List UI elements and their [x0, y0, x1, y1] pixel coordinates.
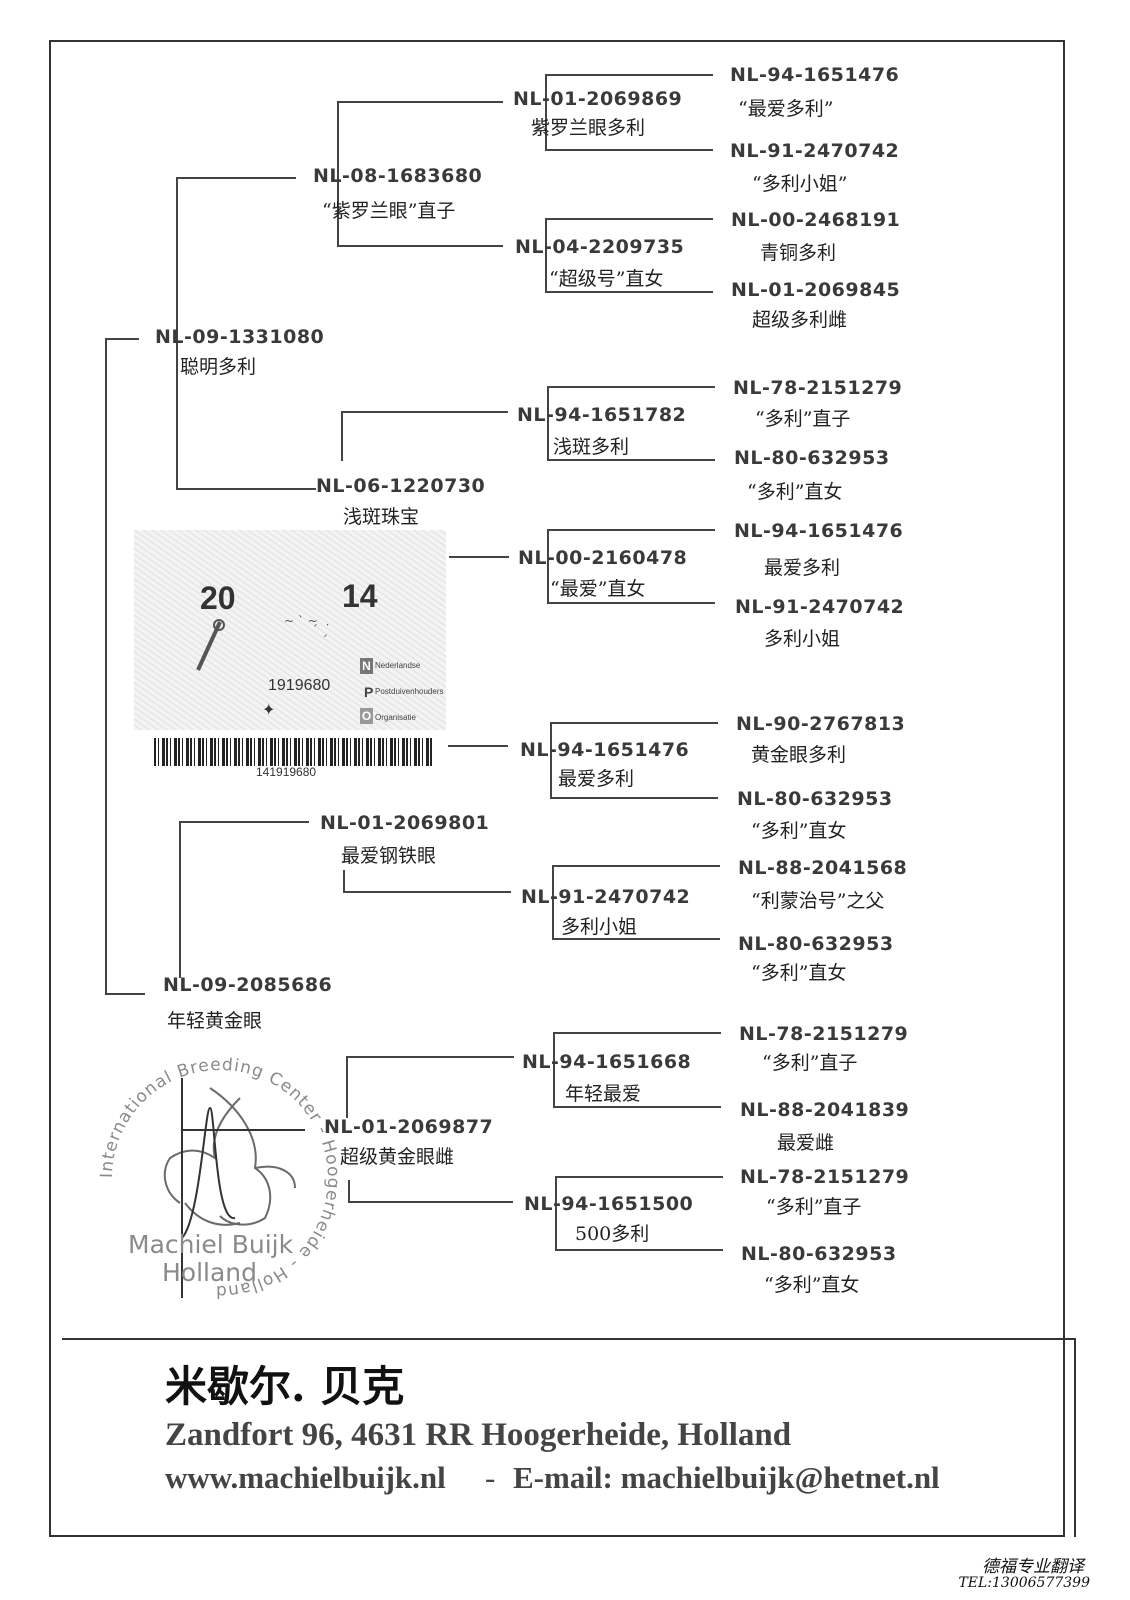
g4-ring-1: NL-94-1651476 [730, 64, 900, 86]
translator-tel: TEL:13006577399 [958, 1575, 1090, 1591]
owner-website[interactable]: www.machielbuijk.nl [165, 1460, 446, 1495]
barcode-number: 141919680 [256, 765, 317, 779]
g2-name-1: “紫罗兰眼”直子 [322, 200, 456, 222]
g4-name-14: 最爱雌 [777, 1132, 835, 1154]
chart-line-icon [181, 1078, 305, 1298]
card-scribble: ~ ˋ ~ ﹒ ˊ ˏ ✦ [196, 614, 334, 719]
g3-ring-1: NL-01-2069869 [513, 88, 683, 110]
translator-name: 德福专业翻译 [982, 1557, 1084, 1577]
g4-ring-8: NL-91-2470742 [735, 596, 905, 618]
owner-name: 米歇尔. 贝克 [165, 1362, 405, 1411]
g3-name-7: 年轻最爱 [565, 1083, 642, 1105]
g4-name-13: “多利”直子 [762, 1052, 858, 1074]
g4-name-7: 最爱多利 [764, 557, 841, 579]
g2-ring-2: NL-06-1220730 [316, 475, 486, 497]
g3-ring-5: NL-94-1651476 [520, 739, 690, 761]
owner-email[interactable]: E-mail: machielbuijk@hetnet.nl [513, 1460, 940, 1495]
g3-name-8: 500多利 [575, 1223, 650, 1245]
g4-name-5: “多利”直子 [755, 408, 851, 430]
g4-name-3: 青铜多利 [760, 242, 837, 264]
g4-ring-16: NL-80-632953 [741, 1243, 897, 1265]
g2-ring-1: NL-08-1683680 [313, 165, 483, 187]
g1-sire-ring: NL-09-1331080 [155, 326, 325, 348]
g3-name-3: 浅斑多利 [553, 436, 630, 458]
g4-ring-7: NL-94-1651476 [734, 520, 904, 542]
g3-ring-4: NL-00-2160478 [518, 547, 688, 569]
card-org-initial-n: N [360, 658, 373, 674]
g4-ring-3: NL-00-2468191 [731, 209, 901, 231]
svg-text:~ ˋ ~ ﹒: ~ ˋ ~ ﹒ [284, 614, 334, 628]
g4-ring-6: NL-80-632953 [734, 447, 890, 469]
breeder-stamp: International Breeding Center - Hoogerhe… [97, 1055, 342, 1301]
g4-ring-13: NL-78-2151279 [739, 1023, 909, 1045]
g4-name-8: 多利小姐 [764, 628, 841, 650]
ownership-card: 20 14 ~ ˋ ~ ﹒ ˊ ˏ ✦ 1919680 N Nederlands… [134, 530, 446, 730]
g4-name-10: “多利”直女 [751, 820, 847, 842]
g2-name-2: 浅斑珠宝 [343, 506, 420, 528]
g1-sire-name: 聪明多利 [180, 356, 257, 378]
g1-dam-name: 年轻黄金眼 [167, 1010, 263, 1032]
card-org-initial-o: O [360, 708, 373, 724]
stamp-name: Machiel Buijk [128, 1230, 294, 1259]
g4-ring-4: NL-01-2069845 [731, 279, 901, 301]
g3-name-4: “最爱”直女 [550, 578, 646, 600]
g2-ring-4: NL-01-2069877 [324, 1116, 494, 1138]
card-org-initial-p: P [364, 684, 374, 700]
eagle-icon [163, 1087, 296, 1226]
g4-name-6: “多利”直女 [747, 481, 843, 503]
g4-ring-2: NL-91-2470742 [730, 140, 900, 162]
g3-ring-3: NL-94-1651782 [517, 404, 687, 426]
svg-text:ˊ ˏ: ˊ ˏ [312, 623, 328, 637]
g4-ring-9: NL-90-2767813 [736, 713, 906, 735]
footer-separator: - [485, 1460, 496, 1495]
g4-name-1: “最爱多利” [738, 98, 834, 120]
card-org-line-1: Nederlandse [375, 661, 421, 670]
g4-name-11: “利蒙治号”之父 [751, 890, 885, 912]
page-frame [49, 40, 1065, 1537]
g4-name-2: “多利小姐” [752, 173, 848, 195]
g1-dam-ring: NL-09-2085686 [163, 974, 333, 996]
g3-name-6: 多利小姐 [561, 916, 638, 938]
g3-name-2: “超级号”直女 [549, 268, 664, 290]
barcode [154, 738, 432, 766]
footer-box [62, 1338, 1076, 1537]
g3-name-5: 最爱多利 [558, 768, 635, 790]
g3-name-1: 紫罗兰眼多利 [531, 117, 646, 139]
g2-name-3: 最爱钢铁眼 [341, 845, 437, 867]
svg-text:✦: ✦ [262, 700, 275, 719]
g4-ring-10: NL-80-632953 [737, 788, 893, 810]
g4-ring-14: NL-88-2041839 [740, 1099, 910, 1121]
g4-name-16: “多利”直女 [764, 1274, 860, 1296]
g4-name-4: 超级多利雌 [752, 309, 848, 331]
g3-ring-6: NL-91-2470742 [521, 886, 691, 908]
g3-ring-2: NL-04-2209735 [515, 236, 685, 258]
card-org-line-3: Organisatie [375, 713, 416, 722]
card-org-line-2: Postduivenhouders [375, 687, 444, 696]
g2-ring-3: NL-01-2069801 [320, 812, 490, 834]
g4-name-15: “多利”直子 [766, 1196, 862, 1218]
g2-name-4: 超级黄金眼雌 [340, 1146, 455, 1168]
g4-ring-12: NL-80-632953 [738, 933, 894, 955]
g4-name-9: 黄金眼多利 [751, 744, 847, 766]
card-year-left: 20 [200, 580, 236, 616]
g3-ring-7: NL-94-1651668 [522, 1051, 692, 1073]
card-number: 1919680 [268, 677, 331, 694]
g4-name-12: “多利”直女 [751, 962, 847, 984]
g4-ring-5: NL-78-2151279 [733, 377, 903, 399]
owner-address: Zandfort 96, 4631 RR Hoogerheide, Hollan… [165, 1417, 792, 1453]
card-year-right: 14 [342, 578, 378, 614]
stamp-country: Holland [162, 1258, 257, 1287]
g3-ring-8: NL-94-1651500 [524, 1193, 694, 1215]
g4-ring-15: NL-78-2151279 [740, 1166, 910, 1188]
g4-ring-11: NL-88-2041568 [738, 857, 908, 879]
